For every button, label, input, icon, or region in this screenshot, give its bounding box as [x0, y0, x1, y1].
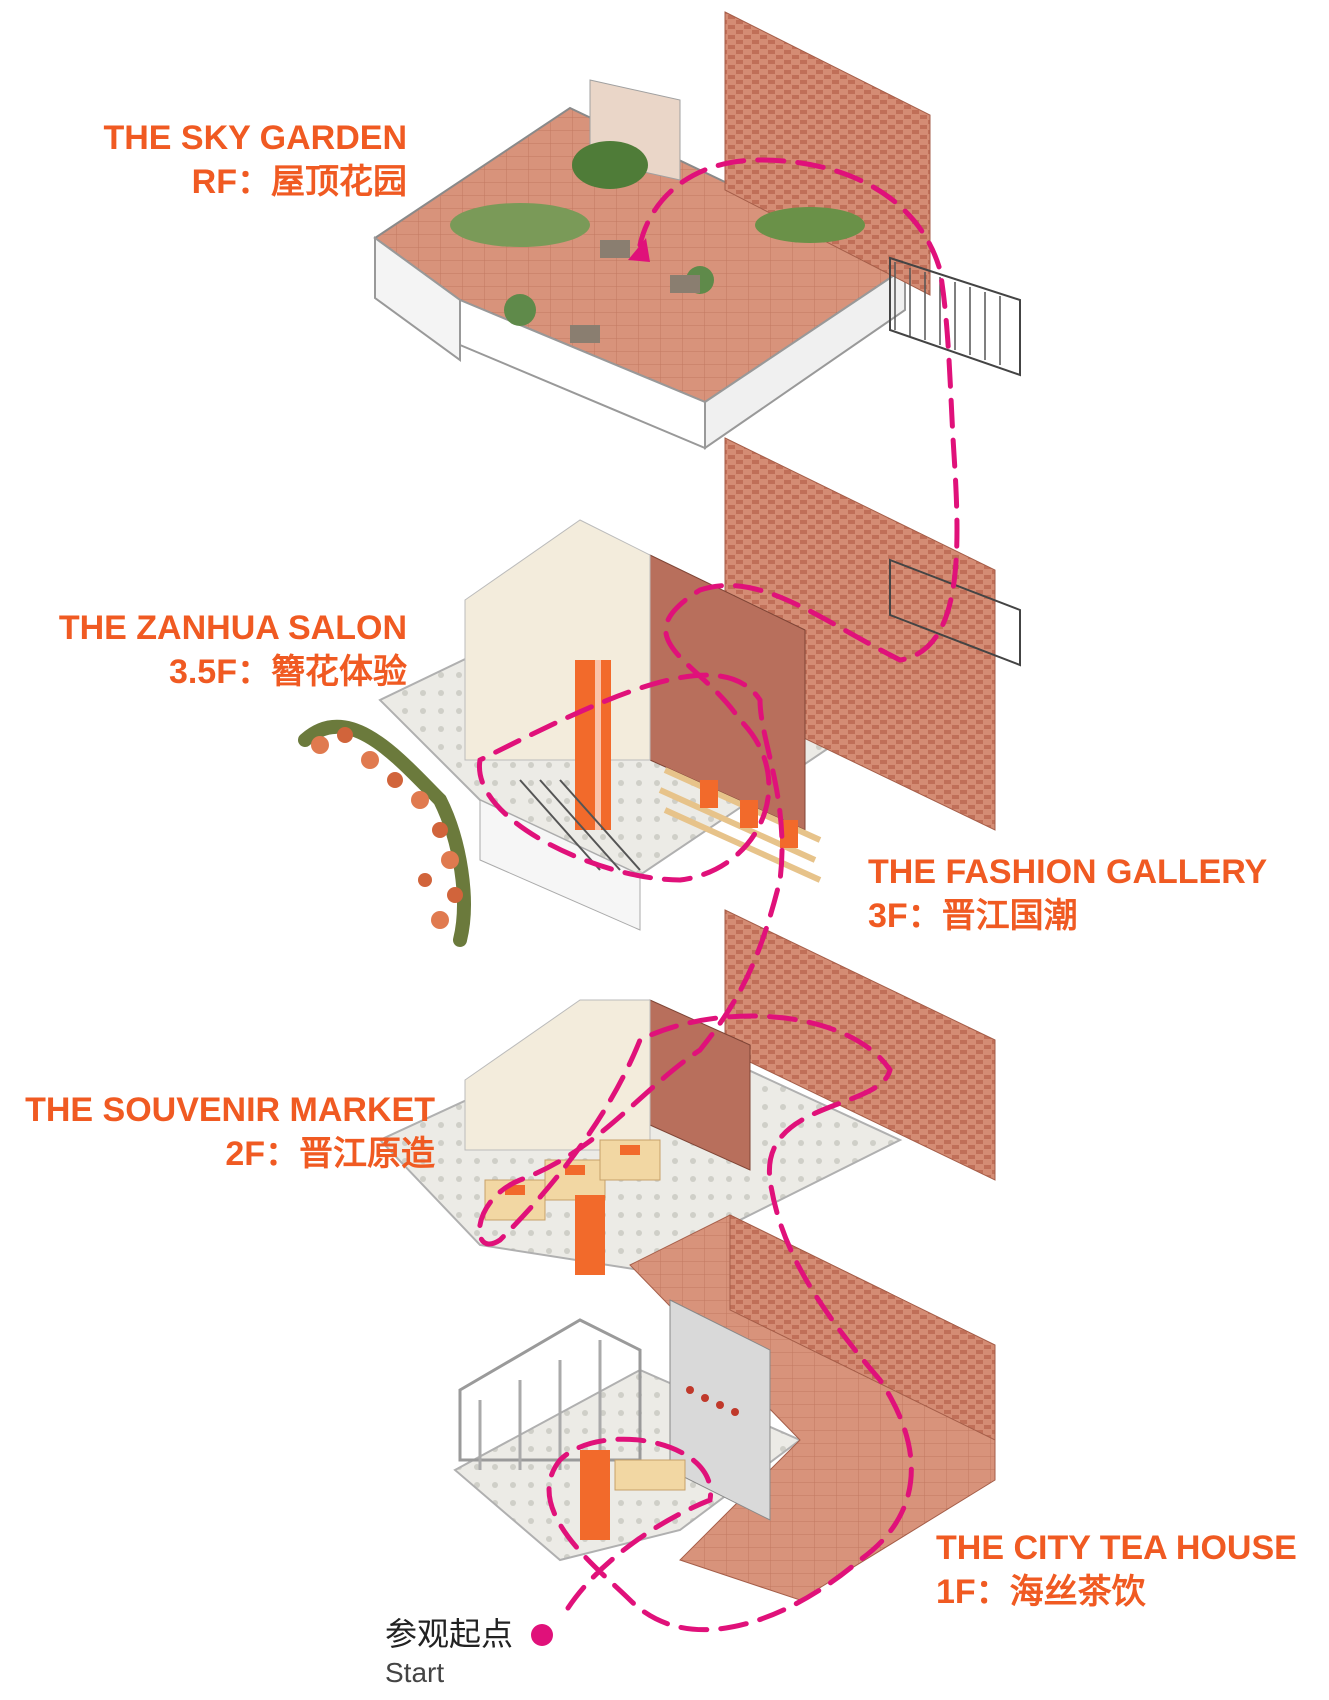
label-souvenir-market: THE SOUVENIR MARKET 2F：晋江原造: [25, 1088, 435, 1176]
floor-title-en: THE CITY TEA HOUSE: [936, 1529, 1297, 1567]
label-city-tea-house: THE CITY TEA HOUSE 1F：海丝茶饮: [936, 1526, 1297, 1614]
floor-2f-souvenir-market: [378, 909, 996, 1275]
floor-title-cn: 2F：晋江原造: [225, 1135, 435, 1173]
floor-title-cn: 3F：晋江国潮: [868, 897, 1078, 935]
floor-1f-city-tea-house: [453, 1214, 996, 1601]
visitor-route-path: [477, 157, 960, 1633]
start-dot-icon: [531, 1624, 553, 1646]
floor-title-cn: 3.5F：簪花体验: [168, 653, 407, 691]
start-label-cn: 参观起点: [385, 1616, 514, 1652]
label-sky-garden: THE SKY GARDEN RF：屋顶花园: [103, 116, 407, 204]
route-arrow-icon: [628, 238, 650, 262]
floor-title-cn: 1F：海丝茶饮: [936, 1573, 1146, 1611]
label-fashion-gallery: THE FASHION GALLERY 3F：晋江国潮: [868, 850, 1267, 938]
floor-title-en: THE SOUVENIR MARKET: [25, 1091, 435, 1129]
floor-title-en: THE FASHION GALLERY: [868, 853, 1268, 891]
floor-title-en: THE SKY GARDEN: [103, 119, 407, 157]
floor-title-en: THE ZANHUA SALON: [58, 609, 407, 647]
floor-rf-sky-garden: [373, 11, 1021, 450]
climbing-flower-plant: [298, 719, 471, 947]
floor-title-cn: RF：屋顶花园: [191, 163, 407, 201]
start-label-en: Start: [385, 1657, 445, 1688]
label-zanhua-salon: THE ZANHUA SALON 3.5F：簪花体验: [59, 606, 407, 694]
start-marker: 参观起点 Start: [385, 1612, 553, 1690]
